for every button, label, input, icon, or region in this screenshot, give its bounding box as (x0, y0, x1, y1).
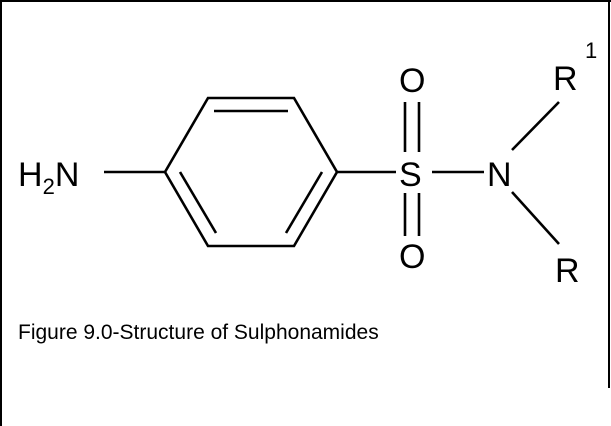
benzene-ring (163, 96, 339, 248)
amine-hydrogen: H (18, 156, 43, 194)
oxygen-top-atom: O (399, 62, 425, 100)
r-group: R (555, 252, 580, 290)
r1-group: R (553, 60, 578, 98)
ring-double-bond-right (284, 171, 324, 234)
nitrogen-r-bond (511, 191, 560, 245)
nitrogen-r1-bond (511, 101, 560, 151)
amine-nitrogen: N (55, 156, 80, 194)
figure-caption: Figure 9.0-Structure of Sulphonamides (18, 321, 379, 344)
oxygen-bottom-atom: O (399, 238, 425, 276)
sulfur-atom: S (399, 156, 422, 194)
amine-label: H2N (18, 156, 79, 199)
amine-subscript: 2 (43, 174, 55, 199)
nitrogen-atom: N (487, 156, 512, 194)
ring-double-bond-left (178, 171, 218, 234)
r1-superscript: 1 (585, 38, 597, 63)
